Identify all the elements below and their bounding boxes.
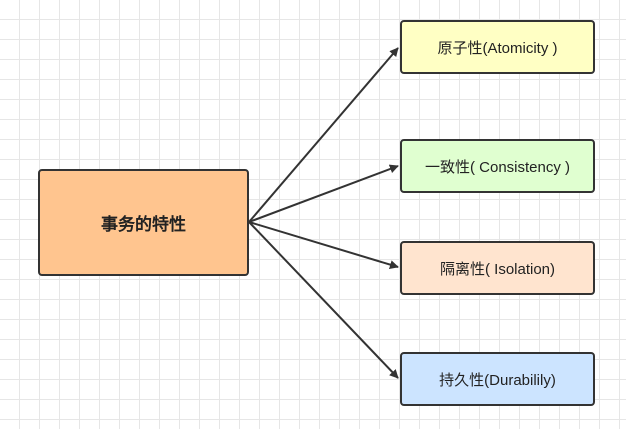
root-node: 事务的特性	[38, 169, 249, 276]
node-atomicity: 原子性(Atomicity )	[400, 20, 595, 74]
root-node-label: 事务的特性	[101, 215, 186, 234]
node-consistency-label: 一致性( Consistency )	[424, 158, 571, 176]
node-durability-label: 持久性(Durabilily)	[439, 371, 556, 389]
node-durability: 持久性(Durabilily)	[400, 352, 595, 406]
edge-to-durability	[248, 221, 399, 379]
edge-to-consistency	[248, 164, 399, 223]
edge-to-atomicity	[248, 47, 399, 223]
node-consistency: 一致性( Consistency )	[400, 139, 595, 193]
node-isolation-label: 隔离性( Isolation)	[439, 260, 556, 278]
edge-to-isolation	[248, 221, 399, 269]
node-isolation: 隔离性( Isolation)	[400, 241, 595, 295]
node-atomicity-label: 原子性(Atomicity )	[437, 39, 558, 57]
